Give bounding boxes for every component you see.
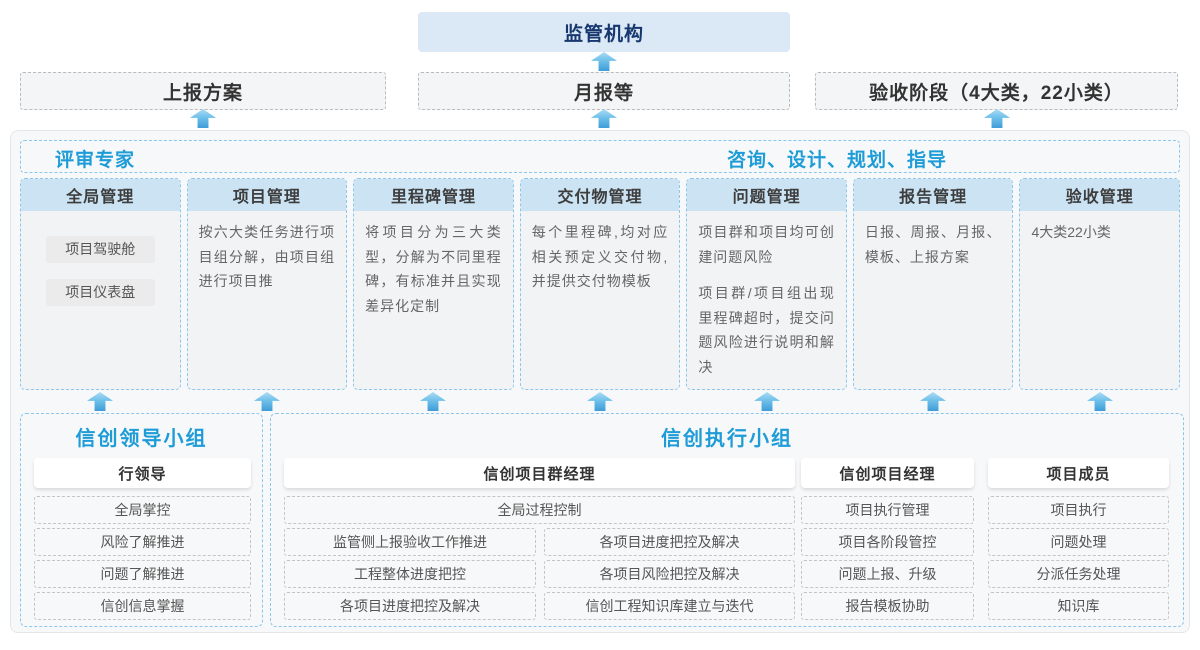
column-body: 项目驾驶舱 项目仪表盘 bbox=[21, 211, 180, 315]
pm-item: 问题上报、升级 bbox=[801, 560, 974, 588]
member-item: 知识库 bbox=[988, 592, 1169, 620]
flow-box-acceptance-stage: 验收阶段（4大类，22小类） bbox=[815, 72, 1178, 110]
leader-item: 全局掌控 bbox=[34, 496, 251, 524]
column-title: 交付物管理 bbox=[520, 179, 680, 211]
management-columns: 全局管理 项目驾驶舱 项目仪表盘 项目管理 按六大类任务进行项目组分解，由项目组… bbox=[20, 178, 1181, 390]
member-item: 项目执行 bbox=[988, 496, 1169, 524]
leader-group-title: 信创领导小组 bbox=[75, 428, 208, 450]
column-project-management: 项目管理 按六大类任务进行项目组分解，由项目组进行项目推 bbox=[186, 178, 348, 390]
pgm-item-right: 各项目风险把控及解决 bbox=[544, 560, 795, 588]
tag-project-dashboard: 项目仪表盘 bbox=[46, 279, 155, 306]
leader-item: 风险了解推进 bbox=[34, 528, 251, 556]
column-title: 验收管理 bbox=[1020, 179, 1180, 211]
column-milestone-management: 里程碑管理 将项目分为三大类型，分解为不同里程碑，有标准并且实现差异化定制 bbox=[353, 178, 514, 390]
up-arrow-icon bbox=[591, 52, 617, 71]
regulator-box: 监管机构 bbox=[418, 12, 790, 52]
column-title: 问题管理 bbox=[687, 179, 846, 211]
leader-item: 信创信息掌握 bbox=[34, 592, 251, 620]
column-body: 每个里程碑,均对应相关预定义交付物,并提供交付物模板 bbox=[521, 211, 680, 315]
column-deliverable-management: 交付物管理 每个里程碑,均对应相关预定义交付物,并提供交付物模板 bbox=[519, 178, 681, 390]
column-body: 按六大类任务进行项目组分解，由项目组进行项目推 bbox=[188, 211, 347, 315]
flow-box-monthly-report: 月报等 bbox=[418, 72, 790, 110]
column-paragraph: 项目群/项目组出现里程碑超时，提交问题风险进行说明和解决 bbox=[698, 285, 835, 375]
column-title: 报告管理 bbox=[853, 179, 1013, 211]
column-issue-management: 问题管理 项目群和项目均可创建问题风险 项目群/项目组出现里程碑超时，提交问题风… bbox=[686, 178, 847, 390]
leader-item: 问题了解推进 bbox=[34, 560, 251, 588]
column-body: 将项目分为三大类型，分解为不同里程碑，有标准并且实现差异化定制 bbox=[354, 211, 513, 339]
role-project-member: 项目成员 bbox=[988, 458, 1169, 488]
pm-item: 报告模板协助 bbox=[801, 592, 974, 620]
column-paragraph: 每个里程碑,均对应相关预定义交付物,并提供交付物模板 bbox=[531, 224, 669, 289]
pgm-item-left: 各项目进度把控及解决 bbox=[284, 592, 536, 620]
column-body: 4大类22小类 bbox=[1020, 211, 1179, 266]
tag-project-cockpit: 项目驾驶舱 bbox=[46, 236, 155, 263]
role-project-manager: 信创项目经理 bbox=[801, 458, 974, 488]
up-arrow-icon bbox=[984, 109, 1010, 128]
column-paragraph: 按六大类任务进行项目组分解，由项目组进行项目推 bbox=[198, 224, 336, 289]
column-title: 项目管理 bbox=[187, 179, 347, 211]
role-bank-leader: 行领导 bbox=[34, 458, 251, 488]
member-item: 问题处理 bbox=[988, 528, 1169, 556]
column-report-management: 报告管理 日报、周报、月报、模板、上报方案 bbox=[852, 178, 1014, 390]
pgm-item-right: 各项目进度把控及解决 bbox=[544, 528, 795, 556]
pgm-item-left: 工程整体进度把控 bbox=[284, 560, 536, 588]
column-paragraph: 项目群和项目均可创建问题风险 bbox=[698, 224, 835, 265]
consulting-label: 咨询、设计、规划、指导 bbox=[727, 150, 948, 171]
execution-group-title: 信创执行小组 bbox=[661, 428, 793, 450]
flow-box-report-plan: 上报方案 bbox=[20, 72, 386, 110]
column-paragraph: 4大类22小类 bbox=[1031, 224, 1111, 240]
up-arrow-icon bbox=[591, 109, 617, 128]
xinchuang-execution-group: 信创执行小组 信创项目群经理 全局过程控制 监管侧上报验收工作推进 工程整体进度… bbox=[270, 413, 1184, 627]
column-global-management: 全局管理 项目驾驶舱 项目仪表盘 bbox=[20, 178, 181, 390]
role-program-manager: 信创项目群经理 bbox=[284, 458, 795, 488]
pgm-item-left: 监管侧上报验收工作推进 bbox=[284, 528, 536, 556]
pm-item: 项目执行管理 bbox=[801, 496, 974, 524]
column-body: 日报、周报、月报、模板、上报方案 bbox=[854, 211, 1013, 290]
column-acceptance-management: 验收管理 4大类22小类 bbox=[1019, 178, 1181, 390]
pgm-item-right: 信创工程知识库建立与迭代 bbox=[544, 592, 795, 620]
column-body: 项目群和项目均可创建问题风险 项目群/项目组出现里程碑超时，提交问题风险进行说明… bbox=[687, 211, 846, 389]
member-item: 分派任务处理 bbox=[988, 560, 1169, 588]
column-paragraph: 将项目分为三大类型，分解为不同里程碑，有标准并且实现差异化定制 bbox=[365, 224, 502, 314]
expert-header-bar: 评审专家 咨询、设计、规划、指导 bbox=[20, 140, 1180, 173]
pgm-item-full: 全局过程控制 bbox=[284, 496, 795, 524]
up-arrow-icon bbox=[190, 109, 216, 128]
column-paragraph: 日报、周报、月报、模板、上报方案 bbox=[864, 224, 1002, 265]
xinchuang-leader-group: 信创领导小组 行领导 全局掌控 风险了解推进 问题了解推进 信创信息掌握 bbox=[20, 413, 263, 627]
review-experts-label: 评审专家 bbox=[55, 150, 136, 171]
pm-item: 项目各阶段管控 bbox=[801, 528, 974, 556]
column-title: 全局管理 bbox=[21, 179, 180, 211]
column-title: 里程碑管理 bbox=[354, 179, 513, 211]
